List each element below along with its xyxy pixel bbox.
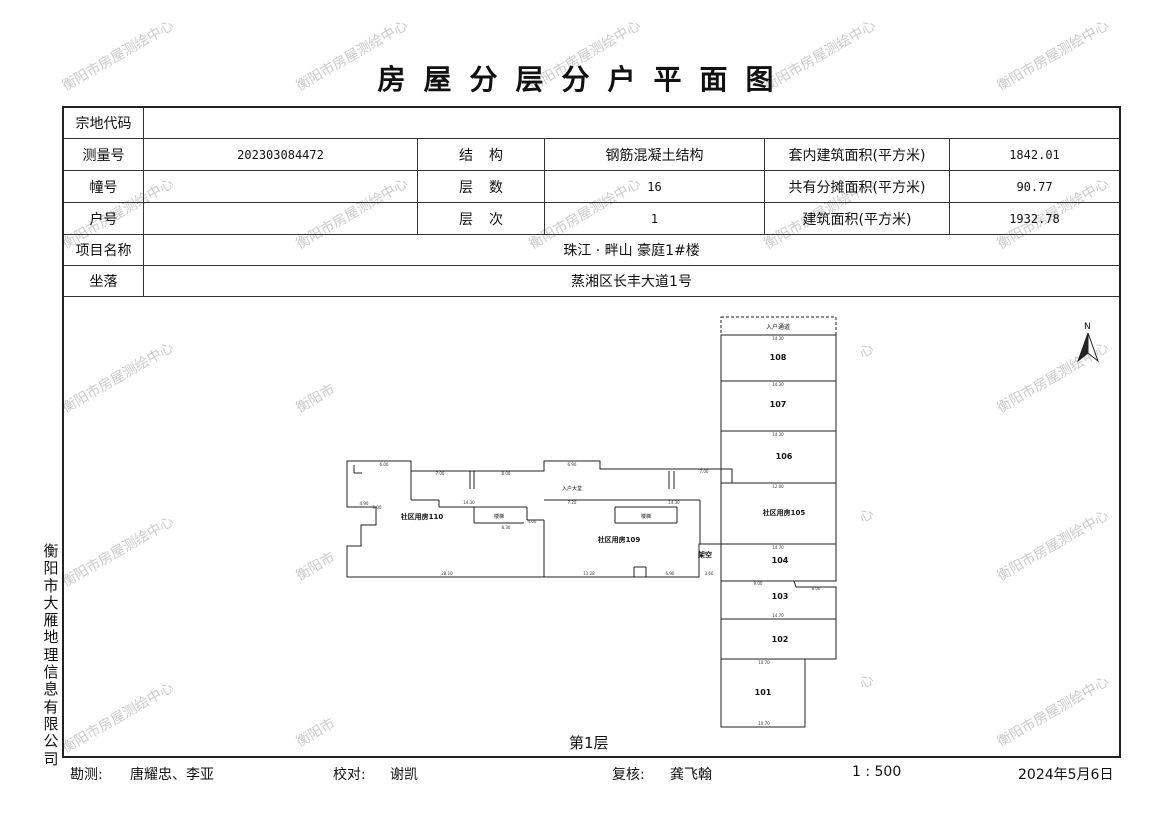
unit-no-label: 户号 (64, 203, 144, 235)
building-area-value: 1932.78 (950, 203, 1119, 235)
location-label: 坐落 (64, 266, 144, 297)
room-label: 101 (755, 688, 772, 697)
surveyor-label: 勘测: (70, 767, 103, 783)
page-title: 房屋分层分户平面图 (377, 63, 792, 96)
floor-caption: 第1层 (569, 734, 609, 752)
dimension-label: 8.30 (502, 525, 511, 530)
building-no-label: 幢号 (64, 171, 144, 203)
room-label: 106 (776, 452, 793, 461)
dimension-label: 14.30 (772, 382, 784, 387)
dimension-label: 14.30 (463, 500, 475, 505)
dimension-label: 10.70 (758, 660, 770, 665)
project-name-label: 项目名称 (64, 235, 144, 266)
floor-value: 1 (545, 203, 765, 235)
floors-label: 层数 (418, 171, 545, 203)
dimension-label: 4.00 (528, 519, 537, 524)
scale: 1 : 500 (852, 764, 902, 780)
dimension-label: 14.30 (668, 500, 680, 505)
dimension-label: 3.60 (705, 571, 714, 576)
checker-value: 谢凯 (390, 767, 418, 783)
project-name-value: 珠江 · 畔山 豪庭1#楼 (144, 235, 1119, 266)
room-label: 架空 (697, 550, 712, 559)
floor-plan: N 入户通道 108 107 106 社区用房105 104 103 102 1… (346, 316, 1100, 728)
dimension-label: 7.00 (700, 469, 709, 474)
dimension-label: 6.90 (568, 462, 577, 467)
building-area-label: 建筑面积(平方米) (765, 203, 950, 235)
room-label: 107 (770, 400, 787, 409)
survey-sheet: 宗地代码 测量号 202303084472 结构 钢筋混凝土结构 套内建筑面积(… (62, 106, 1121, 758)
dimension-label: 6.90 (666, 571, 675, 576)
north-arrow (1076, 332, 1089, 363)
dimension-label: 14.30 (772, 432, 784, 437)
room-label: 楼梯 (641, 513, 651, 520)
dimension-label: 14.30 (772, 336, 784, 341)
survey-no-value: 202303084472 (144, 139, 418, 171)
room-label: 社区用房105 (762, 508, 806, 517)
room-101-outline (720, 658, 806, 728)
dimension-label: 14.70 (772, 613, 784, 618)
dimension-label: 14.70 (772, 545, 784, 550)
podium-outline (346, 460, 733, 578)
room-label: 104 (772, 556, 789, 565)
room-label: 社区用房110 (400, 512, 444, 521)
unit-no-value (144, 203, 418, 235)
structure-value: 钢筋混凝土结构 (545, 139, 765, 171)
inner-area-value: 1842.01 (950, 139, 1119, 171)
reviewer-label: 复核: (612, 767, 645, 783)
room-label: 入户大堂 (562, 485, 582, 492)
dimension-label: 7.20 (568, 500, 577, 505)
dimension-label: 4.90 (360, 501, 369, 506)
dimension-label: 7.00 (436, 471, 445, 476)
room-label: 入户通道 (766, 323, 790, 331)
inner-area-label: 套内建筑面积(平方米) (765, 139, 950, 171)
floors-value: 16 (545, 171, 765, 203)
shared-area-value: 90.77 (950, 171, 1119, 203)
dimension-label: 6.00 (380, 462, 389, 467)
surveyor-value: 唐耀忠、李亚 (130, 767, 214, 783)
room-label: 103 (772, 592, 789, 601)
reviewer-value: 龚飞翰 (670, 767, 712, 783)
dimension-label: 9.00 (754, 581, 763, 586)
location-value: 蒸湘区长丰大道1号 (144, 266, 1119, 297)
date: 2024年5月6日 (1018, 767, 1114, 783)
room-label: 102 (772, 635, 789, 644)
checker-label: 校对: (333, 767, 366, 783)
parcel-code-label: 宗地代码 (64, 108, 144, 139)
dimension-label: 28.10 (441, 571, 453, 576)
building-no-value (144, 171, 418, 203)
parcel-code-value (144, 108, 1119, 139)
company-name: 衡阳市大雁地理信息有限公司 (43, 542, 59, 768)
room-label: 108 (770, 353, 787, 362)
dimension-label: 9.00 (373, 505, 382, 510)
dimension-label: 8.00 (502, 471, 511, 476)
dimension-label: 11.28 (583, 571, 595, 576)
structure-label: 结构 (418, 139, 545, 171)
dimension-label: 12.00 (772, 484, 784, 489)
survey-no-label: 测量号 (64, 139, 144, 171)
shared-area-label: 共有分摊面积(平方米) (765, 171, 950, 203)
room-label: 楼梯 (494, 513, 504, 520)
floor-label: 层次 (418, 203, 545, 235)
dimension-label: 10.70 (758, 721, 770, 726)
room-label: 社区用房109 (597, 535, 641, 544)
north-label: N (1084, 322, 1091, 332)
dimension-label: 8.00 (812, 586, 821, 591)
